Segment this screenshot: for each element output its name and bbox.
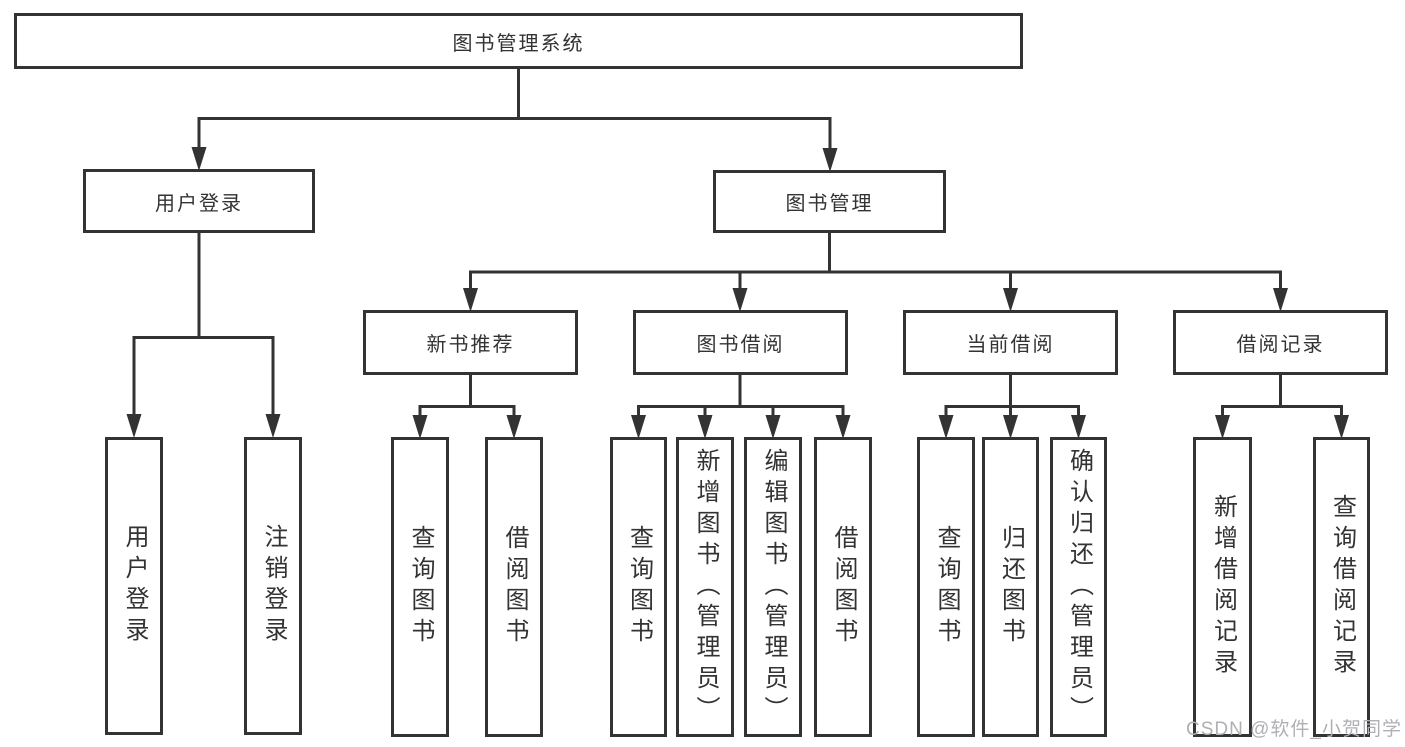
node-cb-query-books: 查询图书 xyxy=(917,437,975,737)
node-borrow-records-label: 借阅记录 xyxy=(1236,334,1325,356)
node-new-book-rec-label: 新书推荐 xyxy=(426,334,515,356)
node-bb-edit-books: 编辑图书（管理员） xyxy=(744,437,802,737)
csdn-watermark: CSDN @软件_小贺同学 xyxy=(1186,719,1402,740)
node-bb-add-books-label: 新增图书（管理员） xyxy=(692,447,719,727)
node-cb-return-books: 归还图书 xyxy=(982,437,1039,737)
node-logout-label: 注销登录 xyxy=(260,524,287,648)
node-nbr-query-books-label: 查询图书 xyxy=(407,525,434,649)
node-book-mgmt-label: 图书管理 xyxy=(785,193,874,215)
node-cb-return-books-label: 归还图书 xyxy=(997,525,1025,649)
node-bb-query-books-label: 查询图书 xyxy=(625,525,653,649)
node-nbr-borrow-books: 借阅图书 xyxy=(485,437,543,737)
node-br-add-record-label: 新增借阅记录 xyxy=(1209,494,1237,680)
node-bb-edit-books-label: 编辑图书（管理员） xyxy=(760,447,787,727)
node-new-book-rec: 新书推荐 xyxy=(363,310,578,375)
node-user-login-label: 用户登录 xyxy=(155,192,243,215)
node-nbr-query-books: 查询图书 xyxy=(391,437,449,737)
node-root: 图书管理系统 xyxy=(14,13,1023,69)
node-current-borrow: 当前借阅 xyxy=(903,310,1118,375)
node-login: 用户登录 xyxy=(105,437,163,735)
node-bb-add-books: 新增图书（管理员） xyxy=(676,437,734,737)
node-current-borrow-label: 当前借阅 xyxy=(966,334,1055,356)
node-cb-confirm-return: 确认归还（管理员） xyxy=(1050,437,1107,737)
node-book-borrow: 图书借阅 xyxy=(633,310,848,375)
arrowheads xyxy=(126,147,1349,439)
node-bb-borrow-books-label: 借阅图书 xyxy=(830,525,857,649)
node-br-query-record-label: 查询借阅记录 xyxy=(1328,494,1356,680)
node-root-label: 图书管理系统 xyxy=(452,32,585,55)
node-br-add-record: 新增借阅记录 xyxy=(1193,437,1252,737)
node-login-label: 用户登录 xyxy=(121,524,148,648)
node-nbr-borrow-books-label: 借阅图书 xyxy=(501,525,528,649)
node-bb-borrow-books: 借阅图书 xyxy=(814,437,872,737)
node-book-borrow-label: 图书借阅 xyxy=(696,334,785,356)
node-borrow-records: 借阅记录 xyxy=(1173,310,1388,375)
node-br-query-record: 查询借阅记录 xyxy=(1313,437,1370,737)
node-book-mgmt: 图书管理 xyxy=(713,170,946,233)
node-bb-query-books: 查询图书 xyxy=(610,437,667,737)
node-cb-query-books-label: 查询图书 xyxy=(933,525,960,649)
node-user-login: 用户登录 xyxy=(83,169,315,233)
node-logout: 注销登录 xyxy=(244,437,302,735)
node-cb-confirm-return-label: 确认归还（管理员） xyxy=(1065,447,1093,727)
